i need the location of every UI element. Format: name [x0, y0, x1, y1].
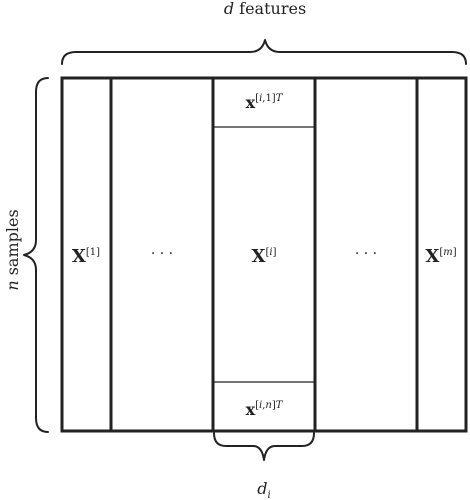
block-width-symbol: d — [257, 479, 267, 498]
features-brace — [61, 39, 467, 65]
row-top-sup-open: [ — [255, 93, 259, 104]
row-bottom-sup-close: ] — [272, 400, 276, 411]
features-text: features — [234, 0, 306, 18]
matrix-frame — [60, 76, 468, 433]
row-bottom-sup-open: [ — [255, 400, 259, 411]
block-width-label: di — [257, 479, 270, 500]
row-bottom-sup-var: i — [259, 400, 262, 411]
block-last-base: X — [425, 246, 439, 267]
row-bottom-sup-var2: n — [265, 400, 271, 411]
block-label-middle: X[i] — [252, 246, 277, 267]
row-label-bottom: x[i,n]T — [246, 400, 284, 419]
row-top-sup-t: T — [276, 93, 284, 104]
block-last-sup-open: [ — [439, 247, 443, 258]
row-bottom-sup-t: T — [276, 400, 284, 411]
block-middle-sup-var: i — [269, 247, 272, 258]
row-top-base: x — [246, 93, 256, 112]
block-last-sup-close: ] — [453, 247, 457, 258]
row-bottom-base: x — [246, 400, 256, 419]
row-label-top: x[i,1]T — [246, 93, 284, 112]
samples-text: samples — [3, 209, 22, 280]
ellipsis-right: · · · — [355, 246, 377, 262]
block-label-first: X[1] — [72, 246, 100, 267]
block-middle-sup-open: [ — [265, 247, 269, 258]
ellipsis-left: · · · — [151, 246, 173, 262]
row-bottom-sup-comma: , — [262, 400, 265, 411]
block-width-brace — [213, 432, 315, 461]
samples-brace — [23, 77, 49, 433]
block-first-sup: [1] — [86, 247, 100, 258]
block-middle-sup-close: ] — [273, 247, 277, 258]
samples-label: n samples — [3, 209, 22, 290]
features-symbol: d — [224, 0, 234, 18]
row-top-sup-mid: ,1] — [262, 93, 276, 104]
features-label: d features — [224, 0, 306, 18]
block-label-last: X[m] — [425, 246, 456, 267]
block-first-base: X — [72, 246, 86, 267]
block-middle-base: X — [252, 246, 266, 267]
block-width-sub: i — [268, 490, 271, 500]
row-top-sup-var: i — [259, 93, 262, 104]
block-last-sup-var: m — [443, 247, 452, 258]
samples-symbol: n — [3, 280, 22, 290]
